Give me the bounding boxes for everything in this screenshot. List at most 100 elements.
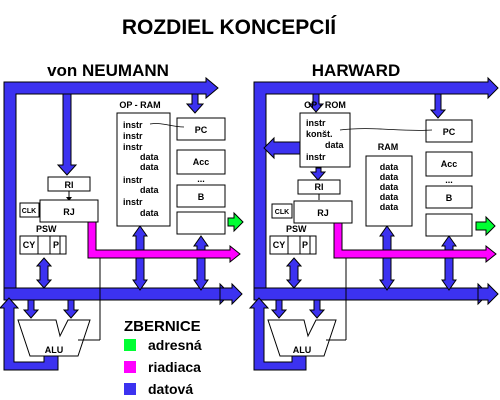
right-registers xyxy=(425,119,473,237)
right-alu-label: ALU xyxy=(293,345,312,355)
right-ram-line-4: data xyxy=(380,202,400,212)
left-memory-line-7: instr xyxy=(123,197,143,207)
right-clk-box xyxy=(271,203,293,219)
left-rj-label: RJ xyxy=(63,207,75,217)
right-cy-label: CY xyxy=(273,240,286,250)
left-memory-line-6: data xyxy=(140,185,160,195)
left-address-bus-arrow xyxy=(227,211,244,233)
right-clk-label: CLK xyxy=(275,209,289,216)
left-register-bus-arrow xyxy=(193,235,209,291)
left-bus-to-ri-arrow xyxy=(56,93,78,176)
left-rj-box xyxy=(39,199,99,223)
left-memory-line-2: instr xyxy=(123,142,143,152)
right-alu-shape xyxy=(267,319,337,357)
right-ram-line-3: data xyxy=(380,192,400,202)
right-rj-label: RJ xyxy=(317,208,329,218)
left-memory-label: OP - RAM xyxy=(119,100,160,110)
legend-label-address: adresná xyxy=(148,337,202,353)
right-control-bus-line xyxy=(333,221,497,264)
left-memory-line-5: instr xyxy=(123,175,143,185)
right-pc-label: PC xyxy=(443,127,456,137)
left-bus-double-arrow xyxy=(219,282,243,306)
right-p-label: P xyxy=(302,240,308,250)
right-rom-to-bus-arrow xyxy=(263,136,301,160)
right-data-bus-bottom xyxy=(253,282,489,306)
left-registers xyxy=(176,117,226,235)
legend-swatch-address xyxy=(124,339,136,351)
right-psw-label: PSW xyxy=(286,224,307,234)
right-alu-output-loop xyxy=(248,297,307,371)
left-b-box xyxy=(176,184,226,208)
left-memory: OP - RAM instr instr instr data data ins… xyxy=(116,100,171,227)
harward-panel: HARWARD OP - ROM instr konšt. data instr xyxy=(248,61,499,371)
left-alu-input-b-arrow xyxy=(62,299,80,319)
right-pc-box xyxy=(425,119,473,143)
right-ri-label: RI xyxy=(315,182,324,192)
left-alu-output-loop xyxy=(0,297,59,371)
left-acc-label: Acc xyxy=(193,157,210,167)
right-ram-line-2: data xyxy=(380,182,400,192)
right-bus-to-pc-arrow xyxy=(429,93,447,119)
right-b-label: B xyxy=(446,193,453,203)
left-control-bus-line xyxy=(87,221,241,264)
right-psw-box xyxy=(269,235,317,255)
right-register-bus-arrow xyxy=(441,235,457,291)
left-control-bus xyxy=(87,221,241,264)
right-rom-line-1: konšt. xyxy=(306,129,333,139)
left-ri-rj-arrowhead xyxy=(66,197,72,201)
left-memory-line-4: data xyxy=(140,162,160,172)
von-neumann-panel: von NEUMANN xyxy=(0,61,244,371)
left-psw-bus-arrow xyxy=(35,257,53,289)
left-psw-label: PSW xyxy=(36,224,57,234)
left-clk-box xyxy=(19,202,40,218)
left-data-bus-bottom xyxy=(3,282,231,306)
right-extra-reg-box xyxy=(425,213,473,237)
left-pc-link-line xyxy=(149,123,185,128)
right-psw-bus-arrow xyxy=(285,257,303,289)
left-address-bus xyxy=(227,211,244,233)
right-ram-box xyxy=(365,155,413,227)
right-rom-line-0: instr xyxy=(306,118,326,128)
legend-title: ZBERNICE xyxy=(124,318,201,335)
right-rom-label: OP - ROM xyxy=(304,100,346,110)
right-acc-label: Acc xyxy=(441,159,458,169)
left-extra-reg-box xyxy=(176,211,226,235)
right-alu-input-a-arrow xyxy=(270,299,288,319)
right-ram-label: RAM xyxy=(378,142,399,152)
left-alu-input-a-arrow xyxy=(22,299,40,319)
right-alu-input-b-arrow xyxy=(308,299,326,319)
right-b-box xyxy=(425,185,473,209)
right-ram-line-0: data xyxy=(380,162,400,172)
left-memory-line-3: data xyxy=(140,152,160,162)
left-memory-box xyxy=(116,112,171,227)
legend-label-control: riadiaca xyxy=(148,359,201,375)
left-p-label: P xyxy=(53,240,59,250)
right-address-bus-arrow xyxy=(475,215,496,237)
legend-swatch-control xyxy=(124,361,136,373)
left-memory-line-0: instr xyxy=(123,120,143,130)
left-acc-box xyxy=(176,149,226,175)
left-alu-label: ALU xyxy=(45,345,64,355)
right-rom-to-ri-arrow xyxy=(309,167,327,181)
legend-label-data: datová xyxy=(148,381,193,397)
right-rom-box xyxy=(299,112,351,168)
right-pc-link-line xyxy=(339,128,433,131)
right-acc-box xyxy=(425,151,473,177)
left-cy-label: CY xyxy=(23,240,36,250)
left-dots-label: ... xyxy=(197,174,205,184)
left-psw-box xyxy=(19,235,67,255)
left-memory-line-1: instr xyxy=(123,131,143,141)
right-ram-line-1: data xyxy=(380,172,400,182)
right-dots-label: ... xyxy=(445,175,453,185)
right-bus-double-arrow xyxy=(477,282,499,306)
harward-heading: HARWARD xyxy=(312,61,400,80)
von-neumann-heading: von NEUMANN xyxy=(47,61,169,80)
left-b-label: B xyxy=(198,192,205,202)
right-rj-box xyxy=(293,200,353,224)
diagram-title: ROZDIEL KONCEPCIÍ xyxy=(122,16,337,39)
right-rom-line-3: instr xyxy=(306,152,326,162)
left-memory-line-8: data xyxy=(140,208,160,218)
legend-swatch-data xyxy=(124,383,136,395)
right-bus-to-rom-arrow xyxy=(307,93,325,113)
